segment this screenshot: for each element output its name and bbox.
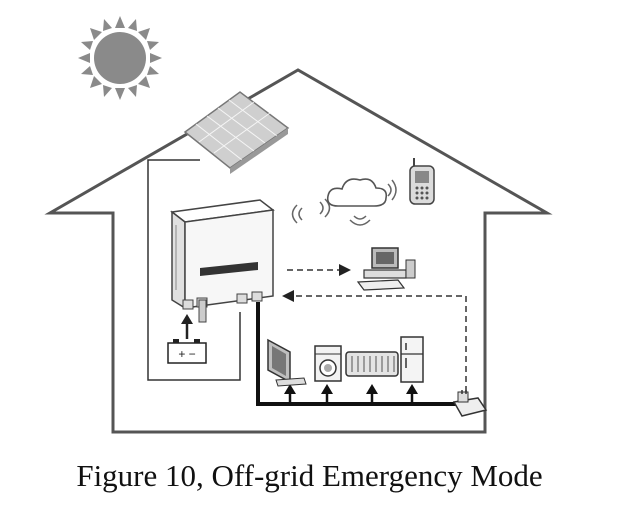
cloud-icon [326,178,388,207]
grid-to-inverter-dashed-arrow [282,290,467,392]
solar-panel-icon [183,91,290,174]
washing-machine-icon [314,345,342,382]
refrigerator-icon [400,336,424,383]
house-outline [44,68,553,434]
battery-terminals-label: + − [178,347,195,361]
battery-to-inverter-arrow [181,314,193,339]
off-grid-emergency-diagram: + − [44,16,553,434]
heater-icon [345,351,399,377]
inverter-icon [170,199,275,323]
mobile-phone-icon [409,158,435,205]
power-outlet-icon [452,390,488,417]
wifi-signal-icon [291,198,331,224]
television-icon [267,338,307,387]
battery-icon: + − [167,339,207,364]
figure-caption: Figure 10, Off-grid Emergency Mode [76,458,543,493]
wifi-signal-icon [349,179,397,226]
desktop-computer-icon [356,247,416,291]
pv-wire [147,159,241,381]
load-bus-wire [256,302,458,406]
load-arrows [284,384,418,404]
sun-icon [78,16,162,100]
